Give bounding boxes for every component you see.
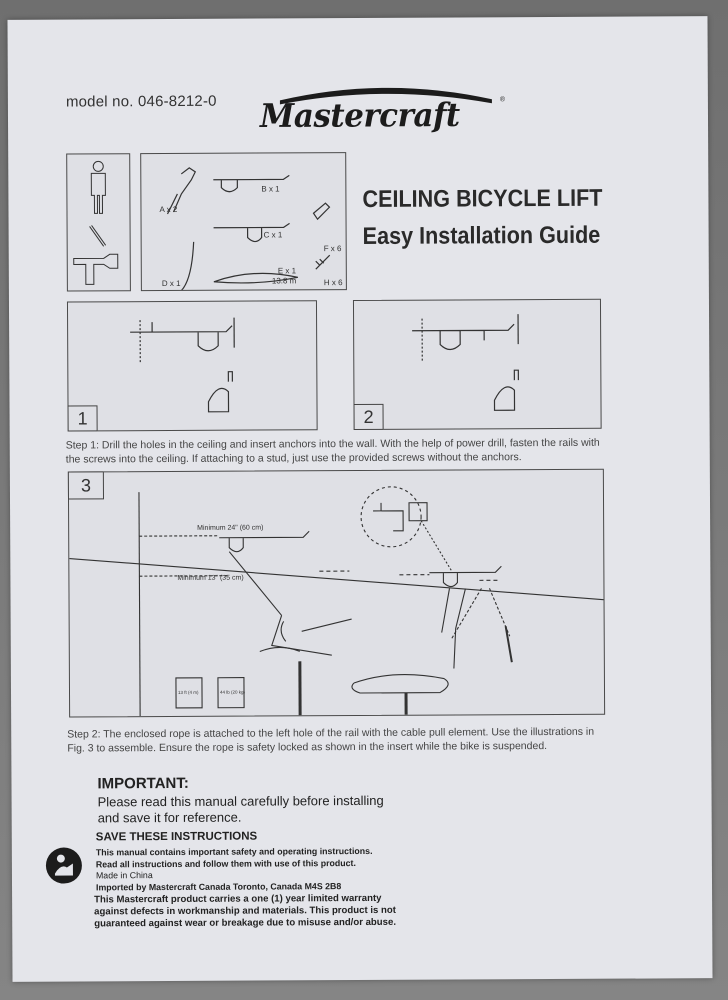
tools-illustration bbox=[73, 160, 119, 285]
step-1-description: Step 1: Drill the holes in the ceiling a… bbox=[65, 436, 600, 466]
tools-box bbox=[66, 153, 131, 292]
lock-detail-circle bbox=[360, 486, 422, 548]
parts-box: A x 2 B x 1 C x 1 D x 1 E x 1 13.8 m F x… bbox=[140, 152, 347, 293]
drill-icon bbox=[73, 253, 119, 285]
warranty-text: This Mastercraft product carries a one (… bbox=[94, 892, 397, 930]
part-label: 13.8 m bbox=[272, 276, 297, 285]
drill-icon bbox=[493, 369, 519, 411]
bike-lift-illustration: Minimum 24" (60 cm) Minimum 13" (35 cm) … bbox=[69, 486, 604, 717]
min-distance-label: Minimum 24" (60 cm) bbox=[197, 525, 263, 532]
part-label: C x 1 bbox=[264, 230, 283, 239]
part-label: F x 6 bbox=[324, 244, 342, 253]
important-heading: IMPORTANT: bbox=[97, 774, 189, 793]
part-label: E x 1 bbox=[278, 266, 297, 275]
page-subtitle: Easy Installation Guide bbox=[362, 221, 601, 250]
figure-step-1: 1 bbox=[66, 300, 318, 432]
handlebar bbox=[280, 618, 352, 642]
weight-badge bbox=[217, 677, 245, 709]
read-manual-icon bbox=[45, 847, 83, 884]
brand-name: Mastercraft bbox=[259, 96, 460, 136]
part-label: H x 6 bbox=[324, 278, 343, 287]
figure-step-2: 2 bbox=[352, 298, 602, 431]
step-2-description: Step 2: The enclosed rope is attached to… bbox=[67, 725, 595, 755]
rope-part-icon bbox=[213, 272, 298, 284]
part-label: A x 2 bbox=[159, 205, 177, 214]
part-label: D x 1 bbox=[162, 279, 181, 288]
person-icon bbox=[92, 160, 104, 172]
step-number: 1 bbox=[67, 405, 98, 432]
drill-icon bbox=[207, 371, 233, 413]
anchor-icon bbox=[312, 202, 331, 221]
model-number: model no. 046-8212-0 bbox=[65, 92, 217, 111]
parts-illustration: A x 2 B x 1 C x 1 D x 1 E x 1 13.8 m F x… bbox=[159, 167, 343, 293]
min-distance-label: Minimum 13" (35 cm) bbox=[177, 575, 243, 582]
figure-step-3: 3 bbox=[67, 468, 606, 718]
ceiling-line bbox=[69, 557, 604, 601]
rail-b-icon bbox=[213, 174, 290, 193]
step-number: 2 bbox=[353, 403, 384, 431]
svg-text:®: ® bbox=[500, 95, 506, 103]
importer-line: Imported by Mastercraft Canada Toronto, … bbox=[96, 880, 342, 892]
page-title: CEILING BICYCLE LIFT bbox=[362, 184, 603, 213]
rail-install-illustration bbox=[130, 317, 235, 413]
height-badge bbox=[175, 677, 203, 709]
safety-notes: This manual contains important safety an… bbox=[96, 846, 416, 894]
safety-line: This manual contains important safety an… bbox=[95, 845, 373, 858]
rail-c-icon bbox=[213, 222, 290, 243]
weight-label: 44 lb (20 kg) bbox=[220, 690, 246, 695]
screw-icon bbox=[315, 254, 331, 270]
rod-part-icon bbox=[179, 241, 195, 293]
height-label: 13 ft (4 m) bbox=[178, 690, 199, 695]
hook-part-icon bbox=[166, 167, 197, 215]
pencil-icon bbox=[89, 226, 105, 247]
part-label: B x 1 bbox=[261, 184, 280, 193]
bike-seat bbox=[351, 674, 449, 694]
manual-page: model no. 046-8212-0 ® Mastercraft bbox=[7, 16, 713, 982]
save-instructions-heading: SAVE THESE INSTRUCTIONS bbox=[95, 830, 258, 844]
rail-install-illustration bbox=[412, 314, 519, 411]
logo-arc-icon: ® bbox=[279, 87, 506, 105]
step-number: 3 bbox=[67, 471, 104, 500]
important-body: Please read this manual carefully before… bbox=[97, 792, 384, 826]
brand-logo: ® Mastercraft bbox=[259, 77, 512, 136]
